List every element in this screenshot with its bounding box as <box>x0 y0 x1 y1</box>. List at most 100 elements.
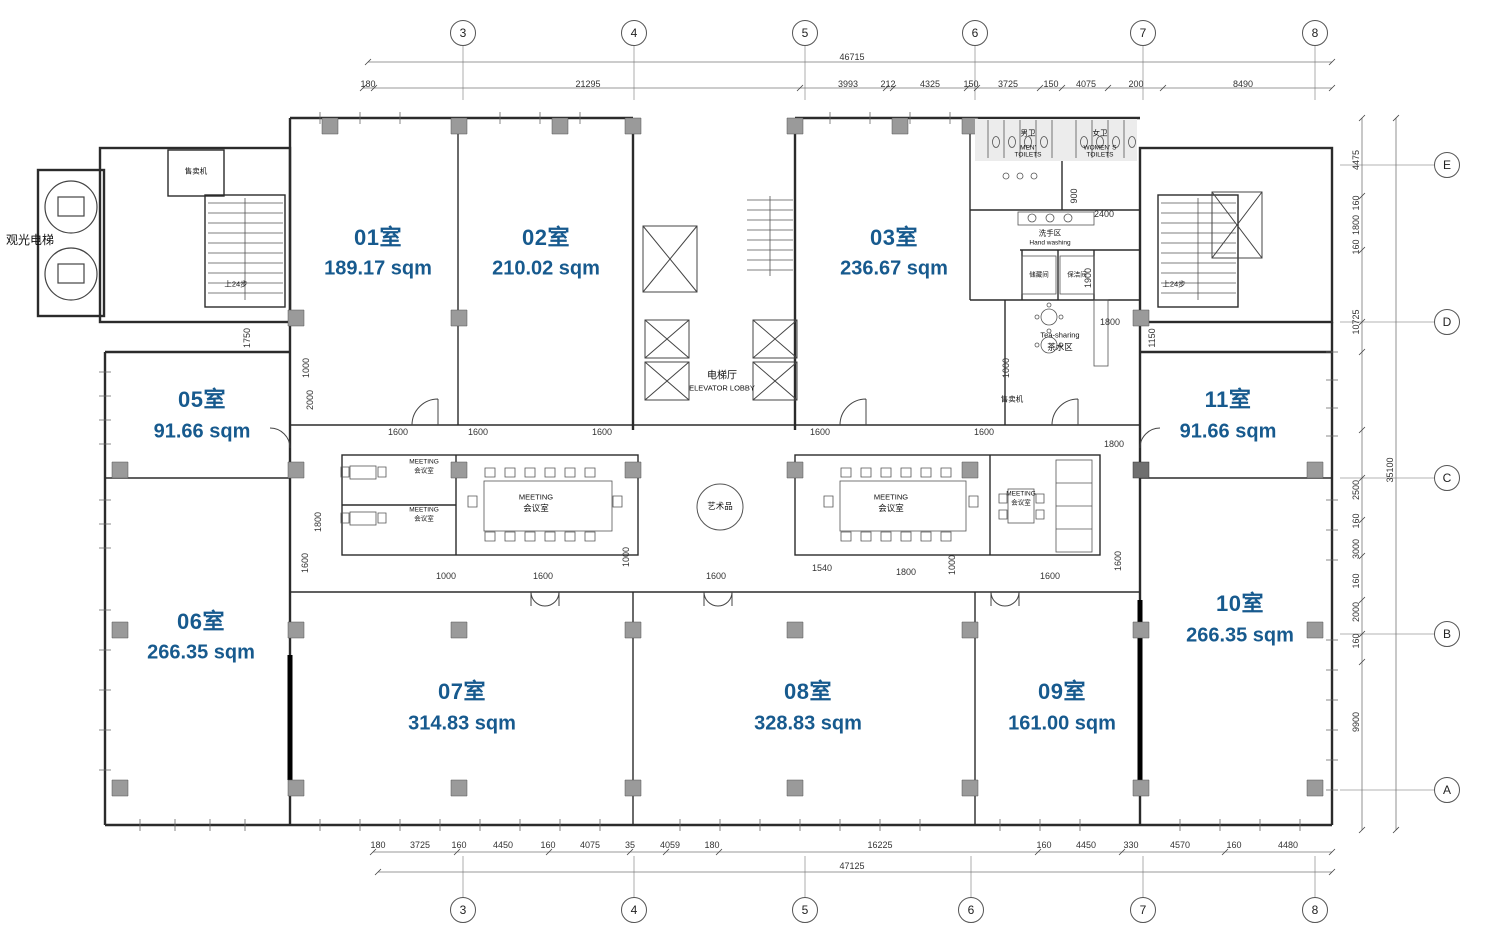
observation-elevator-label: 观光电梯 <box>6 233 55 247</box>
dim-top-4: 4325 <box>919 79 941 89</box>
room-06-area: 266.35 sqm <box>147 641 255 664</box>
dim-internal-19: 1000 <box>621 546 631 568</box>
dim-internal-18: 1600 <box>532 571 554 581</box>
dim-bottom-5: 4075 <box>579 840 601 850</box>
dim-internal-7: 1600 <box>809 427 831 437</box>
dim-top-overall: 46715 <box>839 52 865 62</box>
grid-bubble-bottom-8: 8 <box>1302 897 1328 923</box>
meeting-room-3-label-en: MEETING <box>518 492 554 502</box>
dim-internal-8: 1600 <box>973 427 995 437</box>
grid-bubble-top-3: 3 <box>450 20 476 46</box>
dim-top-0: 180 <box>360 79 376 89</box>
stairs-up-label-left: 上24步 <box>224 279 248 289</box>
grid-bubble-top-6: 6 <box>962 20 988 46</box>
grid-bubble-row-a: A <box>1434 777 1460 803</box>
room-01-area: 189.17 sqm <box>324 257 432 280</box>
dim-internal-9: 1800 <box>1103 439 1125 449</box>
columns <box>111 117 1324 797</box>
dim-bottom-4: 160 <box>540 840 556 850</box>
grid-bubble-bottom-6: 6 <box>958 897 984 923</box>
partition-walls <box>105 118 1332 825</box>
grid-bubble-row-c: C <box>1434 465 1460 491</box>
room-08-name: 08室 <box>784 679 832 704</box>
dim-right-8: 160 <box>1351 573 1361 589</box>
grid-bubble-row-b: B <box>1434 621 1460 647</box>
meeting-room-5-label-cn: 会议室 <box>1011 499 1031 507</box>
cleaning-room-label: 保洁间 <box>1067 271 1087 279</box>
dim-right-7: 3000 <box>1351 538 1361 560</box>
grid-bubble-bottom-3: 3 <box>450 897 476 923</box>
grid-bubble-top-8: 8 <box>1302 20 1328 46</box>
dim-internal-15: 900 <box>1069 188 1079 204</box>
dim-internal-17: 1000 <box>435 571 457 581</box>
room-09-area: 161.00 sqm <box>1008 712 1116 735</box>
room-03-name: 03室 <box>870 225 918 250</box>
dim-bottom-12: 330 <box>1123 840 1139 850</box>
dim-bottom-0: 180 <box>370 840 386 850</box>
dim-top-8: 4075 <box>1075 79 1097 89</box>
stairs-up-label-right: 上24步 <box>1162 279 1186 289</box>
grid-bubble-top-7: 7 <box>1130 20 1156 46</box>
room-10-name: 10室 <box>1216 591 1264 616</box>
grid-bubble-row-e: E <box>1434 152 1460 178</box>
dim-bottom-8: 180 <box>704 840 720 850</box>
men-toilet-label-en: MEN' TOILETS <box>1014 144 1042 159</box>
room-03-area: 236.67 sqm <box>840 257 948 280</box>
dim-internal-6: 1600 <box>591 427 613 437</box>
dim-internal-24: 1600 <box>1039 571 1061 581</box>
hand-washing-label-cn: 洗手区 <box>1038 228 1062 238</box>
dim-internal-10: 1150 <box>1147 328 1157 348</box>
dim-top-3: 212 <box>880 79 896 89</box>
dimension-lines <box>359 58 1400 876</box>
dim-right-1: 160 <box>1351 195 1361 211</box>
elevator-lobby-label-cn: 电梯厅 <box>707 370 737 382</box>
dim-right-9: 2000 <box>1351 601 1361 623</box>
dim-bottom-2: 160 <box>451 840 467 850</box>
stairs-core <box>747 196 793 276</box>
dim-right-5: 2500 <box>1351 479 1361 501</box>
room-05-name: 05室 <box>178 387 226 412</box>
women-toilet-label-en: WOMEN' S TOILETS <box>1083 144 1117 159</box>
observation-elevators <box>44 180 98 301</box>
dim-top-9: 200 <box>1128 79 1144 89</box>
stairs-right <box>1161 198 1236 300</box>
meeting-room-2-label-cn: 会议室 <box>414 515 434 523</box>
vending-machine-label-left: 售卖机 <box>184 166 208 176</box>
meeting-room-1-label-cn: 会议室 <box>414 467 434 475</box>
room-02-name: 02室 <box>522 225 570 250</box>
room-11-area: 91.66 sqm <box>1179 420 1277 443</box>
dim-internal-2: 2000 <box>305 389 315 411</box>
tea-area <box>1034 299 1109 367</box>
dim-right-3: 160 <box>1351 239 1361 255</box>
dim-internal-20: 1600 <box>705 571 727 581</box>
room-11-name: 11室 <box>1204 387 1252 412</box>
dim-bottom-6: 35 <box>624 840 636 850</box>
dim-internal-16: 1600 <box>300 552 310 574</box>
dim-right-2: 1800 <box>1351 214 1361 236</box>
hand-washing-label-en: Hand washing <box>1029 239 1071 247</box>
dim-bottom-15: 4480 <box>1277 840 1299 850</box>
stairs-left <box>208 198 283 300</box>
men-toilet-label-cn: 男卫 <box>1020 128 1036 138</box>
dim-internal-0: 1750 <box>242 327 252 349</box>
grid-bubble-bottom-4: 4 <box>621 897 647 923</box>
dim-right-10: 160 <box>1351 633 1361 649</box>
dim-bottom-10: 160 <box>1036 840 1052 850</box>
meeting-room-2-label-en: MEETING <box>409 506 439 514</box>
dim-bottom-13: 4570 <box>1169 840 1191 850</box>
room-10-area: 266.35 sqm <box>1186 624 1294 647</box>
thick-walls <box>287 600 1143 790</box>
grid-bubble-top-4: 4 <box>621 20 647 46</box>
dim-internal-3: 1800 <box>313 511 323 533</box>
room-01-name: 01室 <box>354 225 402 250</box>
dim-bottom-14: 160 <box>1226 840 1242 850</box>
dim-internal-13: 1800 <box>1099 317 1121 327</box>
grid-bubble-bottom-5: 5 <box>792 897 818 923</box>
artwork-circle <box>696 483 744 531</box>
dim-top-7: 150 <box>1043 79 1059 89</box>
meeting-room-4-label-cn: 会议室 <box>878 503 904 514</box>
room-07-name: 07室 <box>438 679 486 704</box>
room-08-area: 328.83 sqm <box>754 712 862 735</box>
dim-bottom-overall: 47125 <box>839 861 865 871</box>
dim-internal-5: 1600 <box>467 427 489 437</box>
